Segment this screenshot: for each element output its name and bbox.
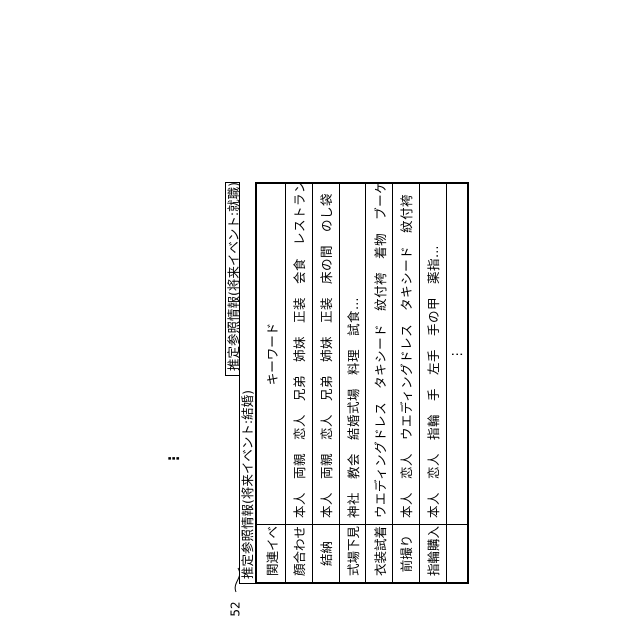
table-row: 指輪購入 本人 恋人 指輪 手 左手 手の甲 薬指…: [419, 184, 446, 583]
event-cell-empty: [446, 525, 468, 583]
table-row: 前撮り 本人 恋人 ウエディングドレス タキシード 紋付袴 着物 スタジオ 屋外…: [393, 184, 420, 583]
keyword-table: 関連イベント キーワード 顔合わせ 本人 両親 恋人 兄弟 姉妹 正装 会食 レ…: [255, 182, 469, 584]
table-row: 結納 本人 両親 恋人 兄弟 姉妹 正装 床の間 のし袋 昆布 するめ 扇子…: [312, 184, 339, 583]
figure-reference-number: 52: [229, 601, 243, 616]
event-cell: 顔合わせ: [286, 525, 313, 583]
table-row: 顔合わせ 本人 両親 恋人 兄弟 姉妹 正装 会食 レストラン 料亭 お酒…: [286, 184, 313, 583]
header-related-event: 関連イベント: [257, 525, 286, 583]
keyword-cell: 本人 恋人 ウエディングドレス タキシード 紋付袴 着物 スタジオ 屋外…: [393, 184, 420, 525]
event-cell: 式場下見: [339, 525, 366, 583]
table-row-continuation: ⋮: [446, 184, 468, 583]
keyword-cell: 本人 両親 恋人 兄弟 姉妹 正装 会食 レストラン 料亭 お酒…: [286, 184, 313, 525]
sheet-title-marriage: 推定参照情報(将来イベント:結婚): [240, 390, 256, 579]
table-row: 式場下見 神社 教会 結婚式場 料理 試食…: [339, 184, 366, 583]
keyword-cell: ウエディングドレス タキシード 紋付袴 着物 ブーケ 鏡 スタッフ…: [366, 184, 393, 525]
keyword-cell: 本人 恋人 指輪 手 左手 手の甲 薬指…: [419, 184, 446, 525]
event-cell: 前撮り: [393, 525, 420, 583]
event-cell: 衣装試着: [366, 525, 393, 583]
table-body: 顔合わせ 本人 両親 恋人 兄弟 姉妹 正装 会食 レストラン 料亭 お酒… 結…: [286, 184, 468, 583]
header-keyword: キーワード: [257, 184, 286, 525]
more-sheets-marker: ⋮: [173, 452, 178, 466]
more-rows-marker: ⋮: [446, 184, 468, 525]
keyword-cell: 神社 教会 結婚式場 料理 試食…: [339, 184, 366, 525]
keyword-table-grid: 関連イベント キーワード 顔合わせ 本人 両親 恋人 兄弟 姉妹 正装 会食 レ…: [256, 183, 468, 583]
estimation-reference-sheets: 推定参照情報(将来イベント:就職) 推定参照情報(将来イベント:結婚) 関連イベ…: [225, 182, 469, 588]
table-row: 衣装試着 ウエディングドレス タキシード 紋付袴 着物 ブーケ 鏡 スタッフ…: [366, 184, 393, 583]
table-header-row: 関連イベント キーワード: [257, 184, 286, 583]
keyword-cell: 本人 両親 恋人 兄弟 姉妹 正装 床の間 のし袋 昆布 するめ 扇子…: [312, 184, 339, 525]
event-cell: 結納: [312, 525, 339, 583]
event-cell: 指輪購入: [419, 525, 446, 583]
